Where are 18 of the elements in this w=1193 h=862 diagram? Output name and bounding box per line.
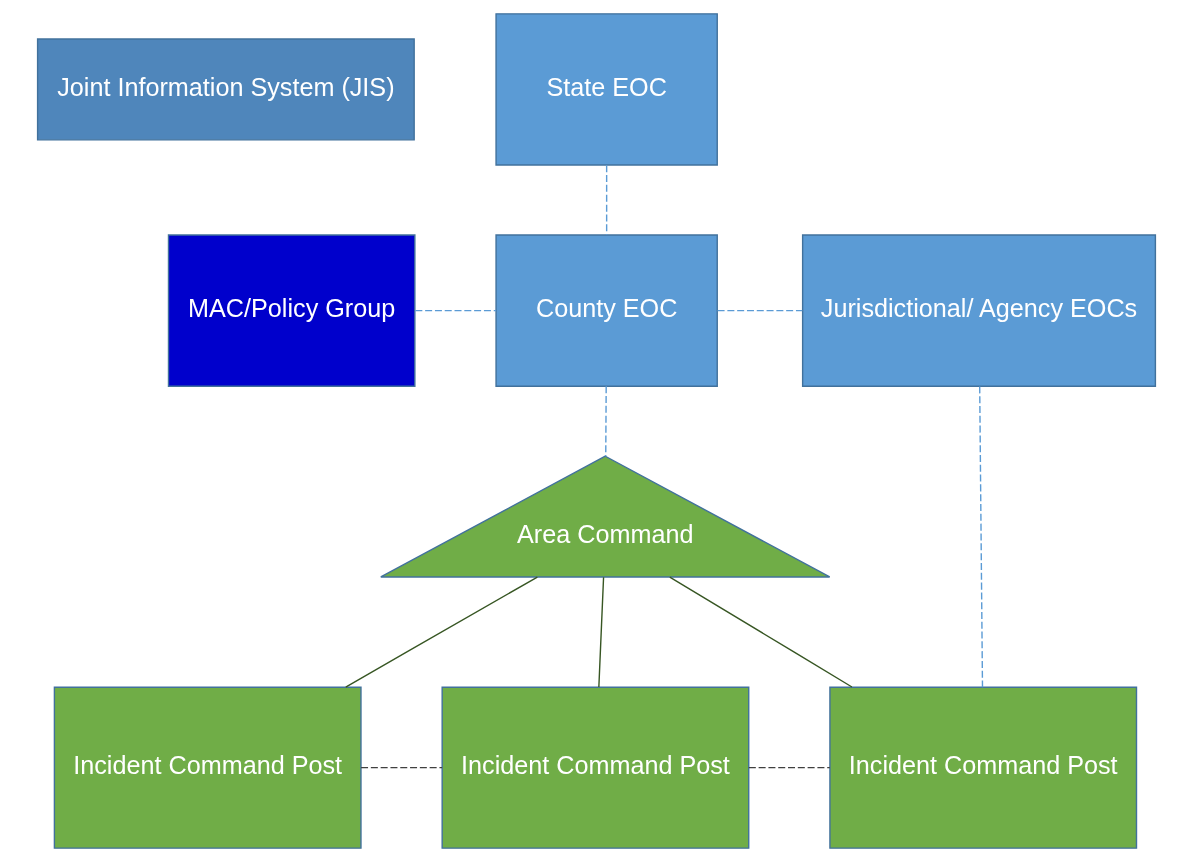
node-box: Incident Command Post (53, 686, 362, 849)
node-box: State EOC (495, 13, 718, 166)
connector (598, 576, 605, 688)
connector (605, 385, 607, 457)
node-box: MAC/Policy Group (167, 234, 416, 387)
node-box: Incident Command Post (829, 686, 1138, 849)
node-box: Joint Information System (JIS) (36, 38, 415, 141)
connector (716, 309, 804, 312)
node-box: County EOC (495, 234, 718, 387)
connector (748, 766, 831, 769)
connector (414, 309, 497, 312)
connector (605, 164, 608, 236)
node-box: Jurisdictional/ Agency EOCs (801, 234, 1157, 387)
connector (345, 576, 539, 688)
connector (979, 385, 984, 688)
node-box: Incident Command Post (441, 686, 750, 849)
connector (669, 576, 853, 688)
connector (360, 766, 443, 769)
